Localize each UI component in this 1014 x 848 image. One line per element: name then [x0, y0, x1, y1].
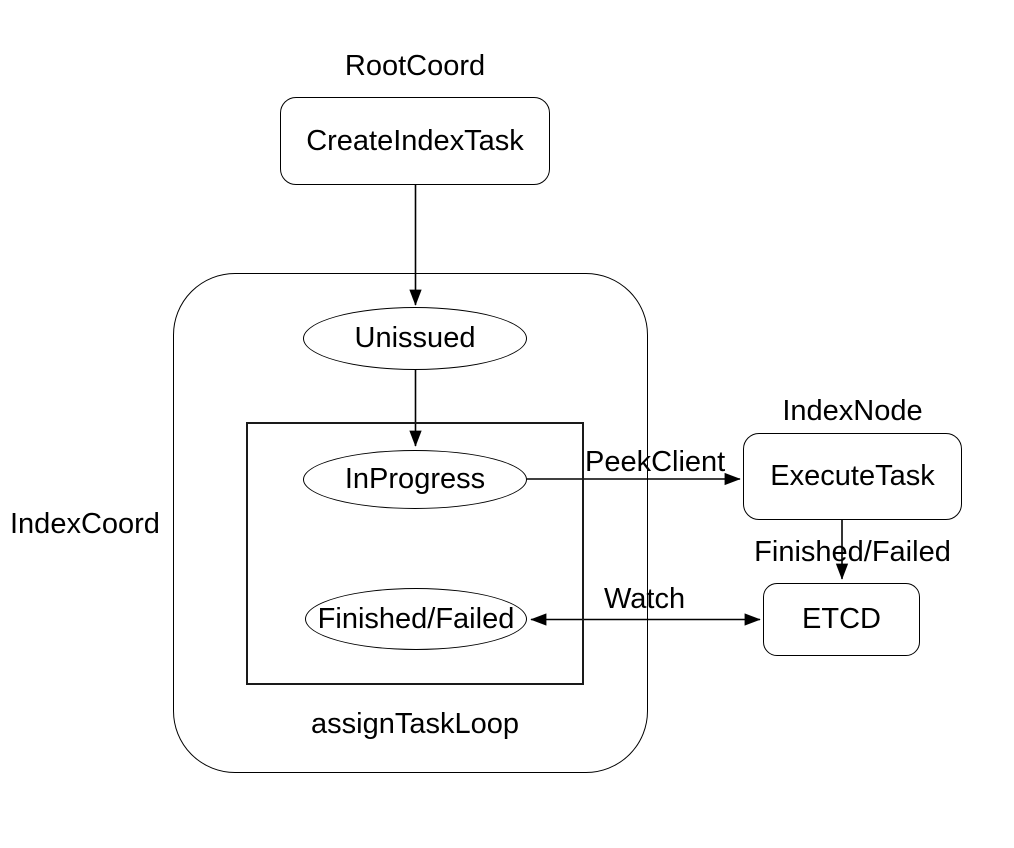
create-index-task-label: CreateIndexTask [306, 124, 524, 157]
finished-failed-state-label: Finished/Failed [317, 602, 515, 635]
etcd-node: ETCD [763, 583, 920, 656]
index-coord-container [173, 273, 648, 773]
unissued-state-label: Unissued [354, 322, 476, 354]
index-coord-label: IndexCoord [10, 508, 160, 540]
execute-task-node: ExecuteTask [743, 433, 962, 520]
assign-task-loop-label: assignTaskLoop [311, 708, 519, 740]
etcd-label: ETCD [802, 603, 881, 635]
finished-failed-edge-label: Finished/Failed [754, 536, 951, 568]
unissued-state-node: Unissued [303, 307, 527, 370]
assign-task-loop-rect [246, 422, 584, 685]
in-progress-state-label: InProgress [344, 463, 486, 495]
in-progress-state-node: InProgress [303, 450, 527, 509]
peek-client-edge-label: PeekClient [585, 446, 726, 478]
execute-task-label: ExecuteTask [770, 460, 935, 492]
create-index-task-node: CreateIndexTask [280, 97, 550, 185]
index-node-label: IndexNode [782, 395, 923, 427]
watch-edge-label: Watch [604, 583, 686, 615]
finished-failed-state-node: Finished/Failed [305, 588, 527, 650]
rootcoord-label: RootCoord [344, 50, 486, 82]
